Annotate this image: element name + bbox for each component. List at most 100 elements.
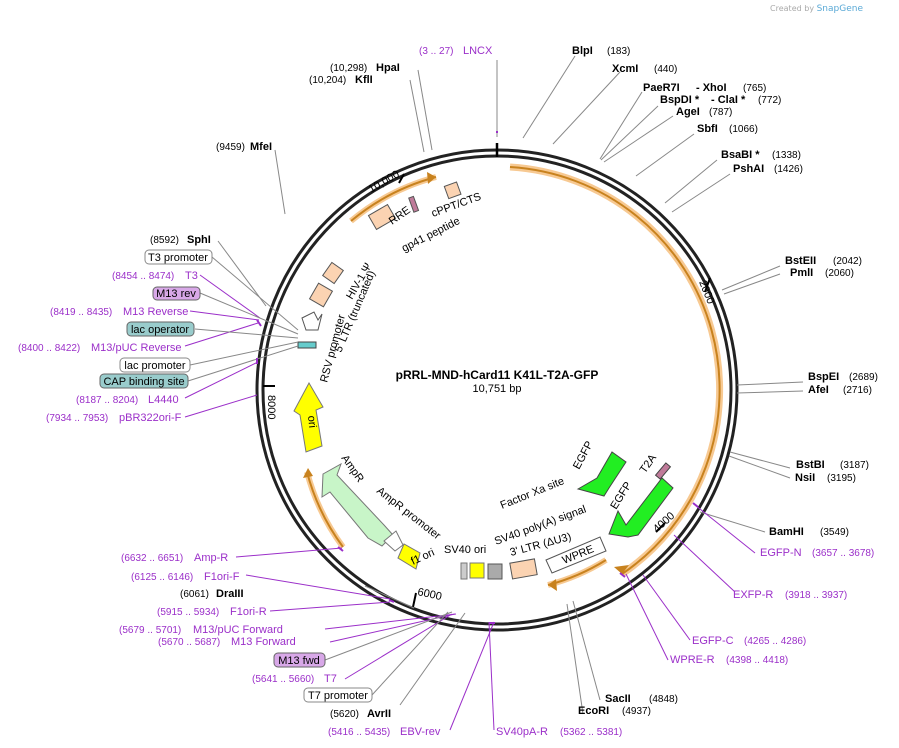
box-label: CAP binding site (103, 376, 184, 388)
primer-name: EGFP-N (760, 547, 802, 559)
primer-name: LNCX (463, 45, 493, 57)
ltr3-shape (509, 558, 538, 580)
site-pos: (183) (607, 46, 630, 57)
ori-shape (293, 381, 324, 453)
feature-box-lines (187, 256, 453, 696)
primer-name: SV40pA-R (496, 726, 548, 738)
site-pos: (4937) (622, 706, 651, 717)
rre-shape (367, 203, 397, 231)
site-name: BspDI * (660, 94, 700, 106)
ampr-label: AmpR (339, 453, 366, 485)
site-pos: (10,298) (330, 63, 367, 74)
gp41-shape (408, 195, 420, 213)
site-name: HpaI (376, 62, 400, 74)
leader-lines (217, 55, 804, 715)
site-name: BstBI (796, 459, 825, 471)
box-label: M13 fwd (278, 655, 320, 667)
site-pos: (5620) (330, 709, 359, 720)
site-pos: (1426) (774, 164, 803, 175)
feature-shapes (293, 181, 674, 580)
site-name: - ClaI * (711, 94, 746, 106)
scale-ticks (263, 173, 711, 608)
site-name: PshAI (733, 163, 764, 175)
sv40ori-box (469, 562, 485, 579)
site-name: EcoRI (578, 705, 609, 717)
egfp-shape (576, 451, 627, 497)
wpre-shape (545, 536, 607, 574)
ori-label: ori (305, 415, 318, 428)
site-pos: (1338) (772, 150, 801, 161)
site-pos: (2042) (833, 256, 862, 267)
primer-pos: (8419 .. 8435) (50, 307, 112, 318)
site-name: NsiI (795, 472, 815, 484)
sv40ori-shape (460, 562, 468, 580)
site-name: SacII (605, 693, 631, 705)
site-name: BamHI (769, 526, 804, 538)
primer-pos: (8187 .. 8204) (76, 395, 138, 406)
cppt-shape (443, 181, 462, 200)
site-pos: (10,204) (309, 75, 346, 86)
primer-name: T3 (185, 270, 198, 282)
primer-pos: (6125 .. 6146) (131, 572, 193, 583)
box-label: M13 rev (156, 288, 196, 300)
gray-box (487, 563, 503, 580)
egfp2-shape (608, 477, 674, 538)
primer-name: pBR322ori-F (119, 412, 182, 424)
primer-pos: (3918 .. 3937) (785, 590, 847, 601)
site-name: AvrII (367, 708, 391, 720)
tick-label-8000: 8000 (265, 395, 277, 419)
site-pos: (765) (743, 83, 766, 94)
site-name: BsaBI * (721, 149, 760, 161)
primer-pos: (6632 .. 6651) (121, 553, 183, 564)
primer-pos: (5679 .. 5701) (119, 625, 181, 636)
site-pos: (440) (654, 64, 677, 75)
box-label: T3 promoter (148, 252, 208, 264)
primer-name: F1ori-R (230, 606, 267, 618)
primer-labels: (3 .. 27) LNCX EGFP-N (3657 .. 3678) EXF… (18, 45, 874, 738)
primer-name: WPRE-R (670, 654, 715, 666)
credit-watermark: Created by SnapGene (770, 4, 863, 14)
plasmid-name: pRRL-MND-hCard11 K41L-T2A-GFP (396, 368, 599, 382)
primer-name: M13 Forward (231, 636, 296, 648)
primer-name: EBV-rev (400, 726, 441, 738)
f1-shape (397, 543, 421, 570)
gp41-label: gp41 peptide (400, 215, 462, 255)
site-pos: (9459) (216, 142, 245, 153)
primer-pos: (5915 .. 5934) (157, 607, 219, 618)
primer-pos: (8400 .. 8422) (18, 343, 80, 354)
site-name: KflI (355, 74, 373, 86)
ltr5-shape (308, 282, 334, 308)
factorxa-label: Factor Xa site (499, 475, 566, 512)
site-pos: (2716) (843, 385, 872, 396)
site-pos: (3549) (820, 527, 849, 538)
site-name: SphI (187, 234, 211, 246)
orf-arcs (303, 163, 724, 591)
primer-pos: (8454 .. 8474) (112, 271, 174, 282)
site-pos: (3195) (827, 473, 856, 484)
primer-pos: (3 .. 27) (419, 46, 453, 57)
site-name: XcmI (612, 63, 638, 75)
plasmid-length: 10,751 bp (473, 383, 522, 395)
t2a-label: T2A (638, 452, 660, 476)
box-label: lac promoter (124, 360, 185, 372)
site-name: - XhoI (696, 82, 727, 94)
lac-cluster (297, 341, 317, 349)
site-name: BstEII (785, 255, 816, 267)
site-pos: (2060) (825, 268, 854, 279)
rre-label: RRE (387, 204, 413, 227)
ampr-prom-shape (383, 530, 404, 552)
site-name: PaeR7I (643, 82, 680, 94)
site-pos: (4848) (649, 694, 678, 705)
site-name: AfeI (808, 384, 829, 396)
tick-label-6000: 6000 (416, 586, 442, 603)
primer-name: EXFP-R (733, 589, 773, 601)
site-pos: (3187) (840, 460, 869, 471)
primer-name: Amp-R (194, 552, 228, 564)
site-name: PmlI (790, 267, 813, 279)
primer-name: F1ori-F (204, 571, 240, 583)
primer-pos: (5416 .. 5435) (328, 727, 390, 738)
site-name: DraIII (216, 588, 244, 600)
egfp2-label: EGFP (608, 480, 634, 512)
primer-lines (184, 274, 756, 731)
credit-prefix: Created by (770, 4, 815, 13)
